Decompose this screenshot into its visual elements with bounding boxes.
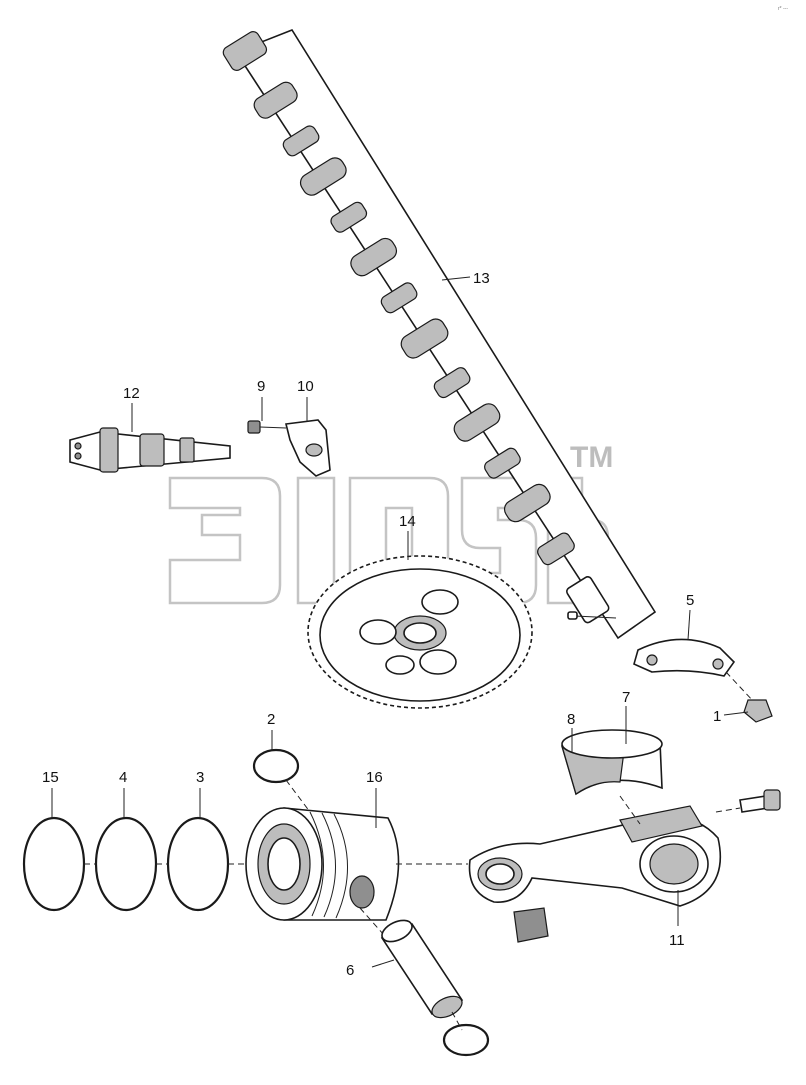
connecting-rod-bearing-shells	[561, 729, 663, 825]
callout-15: 15	[42, 769, 59, 786]
callout-7: 7	[622, 689, 630, 706]
injector	[69, 427, 231, 473]
piston-ring-3	[166, 816, 230, 912]
connecting-rod	[468, 805, 722, 943]
connecting-rod-bolt	[715, 789, 781, 813]
camshaft	[222, 29, 657, 640]
callout-11: 11	[669, 932, 685, 949]
clamp-nut	[247, 420, 287, 434]
camshaft-gear	[307, 555, 533, 709]
callout-6: 6	[346, 962, 354, 979]
callout-12: 12	[123, 385, 140, 402]
corner-mark: r* ---	[778, 6, 788, 12]
leader-lines	[51, 276, 749, 968]
callout-1: 1	[713, 708, 721, 725]
callout-4: 4	[119, 769, 127, 786]
callout-10: 10	[297, 378, 314, 395]
callout-9: 9	[257, 378, 265, 395]
callout-3: 3	[196, 769, 204, 786]
piston-pin-snap-ring-upper	[252, 748, 311, 813]
callout-labels: 1 2 3 4 5 6 7 8 9 10 11 12 13 14 15 16	[42, 270, 721, 979]
callout-16: 16	[366, 769, 383, 786]
piston-ring-4	[94, 816, 158, 912]
piston-pin	[359, 907, 464, 1019]
watermark-trademark: TM	[570, 441, 613, 474]
piston-pin-snap-ring-lower	[442, 1011, 490, 1057]
callout-13: 13	[473, 270, 490, 287]
callout-8: 8	[567, 711, 575, 728]
thrust-plate	[633, 638, 736, 677]
callout-2: 2	[267, 711, 275, 728]
injector-clamp	[285, 419, 331, 477]
thrust-plate-bolt	[725, 671, 773, 723]
piston-ring-15	[22, 816, 86, 912]
callout-5: 5	[686, 592, 694, 609]
piston	[245, 807, 468, 921]
callout-14: 14	[399, 513, 416, 530]
